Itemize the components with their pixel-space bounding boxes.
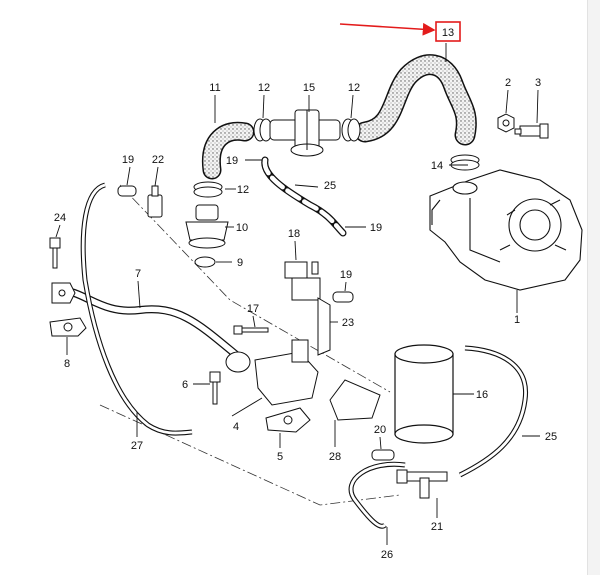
valve-4 — [225, 339, 319, 406]
hose-25-upper — [261, 156, 347, 237]
callout-27: 27 — [131, 440, 143, 452]
clamp-12-lower — [193, 181, 223, 198]
callout-24: 24 — [54, 212, 66, 224]
callout-25-b: 25 — [545, 431, 557, 443]
callout-19-a: 19 — [122, 154, 134, 166]
clamp-12-right — [341, 118, 361, 142]
callout-1: 1 — [514, 314, 520, 326]
cap-19-mid — [332, 291, 354, 303]
tee-21 — [396, 469, 448, 499]
canister-16 — [394, 344, 454, 444]
callout-2: 2 — [505, 77, 511, 89]
callout-19-c: 19 — [370, 222, 382, 234]
hose-13 — [354, 54, 477, 146]
bracket-23 — [317, 297, 331, 356]
callout-26: 26 — [381, 549, 393, 561]
nut-2 — [497, 113, 515, 133]
callout-8: 8 — [64, 358, 70, 370]
clamp-12-left — [253, 118, 273, 142]
callout-18: 18 — [288, 228, 300, 240]
callout-22: 22 — [152, 154, 164, 166]
callout-13: 13 — [442, 27, 454, 39]
clamp-14 — [450, 154, 480, 171]
highlight-box — [435, 21, 461, 42]
callout-20: 20 — [374, 424, 386, 436]
oring-9 — [194, 256, 216, 268]
filter-22 — [147, 185, 163, 218]
callout-6: 6 — [182, 379, 188, 391]
gasket-8 — [49, 317, 87, 337]
bracket-28 — [329, 379, 381, 421]
air-pump-1 — [429, 169, 583, 291]
screw-17 — [233, 325, 269, 335]
callout-5: 5 — [277, 451, 283, 463]
pipe-25 — [458, 345, 529, 478]
page-edge-strip — [587, 0, 600, 575]
callout-7: 7 — [135, 268, 141, 280]
callout-15: 15 — [303, 82, 315, 94]
valve-15 — [269, 109, 341, 157]
callout-12-b: 12 — [348, 82, 360, 94]
cap-20 — [371, 449, 395, 461]
callout-9: 9 — [237, 257, 243, 269]
valve-10 — [185, 204, 229, 249]
cap-19-left — [117, 185, 137, 197]
highlight-arrow — [339, 22, 436, 36]
callout-3: 3 — [535, 77, 541, 89]
pipe-7 — [57, 286, 243, 362]
callout-19-b: 19 — [226, 155, 238, 167]
callout-16: 16 — [476, 389, 488, 401]
callout-12-a: 12 — [258, 82, 270, 94]
callout-11: 11 — [209, 82, 220, 94]
callout-17: 17 — [247, 303, 259, 315]
callout-14: 14 — [431, 160, 443, 172]
hose-11 — [201, 121, 255, 180]
bracket-8 — [51, 282, 76, 304]
bolt-6 — [209, 371, 221, 405]
leader-lines — [55, 43, 540, 545]
callout-12-c: 12 — [237, 184, 249, 196]
callout-21: 21 — [431, 521, 443, 533]
valve-18 — [284, 261, 321, 301]
callout-19-d: 19 — [340, 269, 352, 281]
callout-28: 28 — [329, 451, 341, 463]
callout-10: 10 — [236, 222, 248, 234]
callout-23: 23 — [342, 317, 354, 329]
fitting-3 — [514, 123, 549, 139]
callout-4: 4 — [233, 421, 239, 433]
callout-25-a: 25 — [324, 180, 336, 192]
pipe-27 — [80, 182, 193, 436]
bolt-24 — [49, 237, 61, 269]
gasket-5 — [265, 407, 311, 433]
pipe-26 — [348, 461, 406, 529]
